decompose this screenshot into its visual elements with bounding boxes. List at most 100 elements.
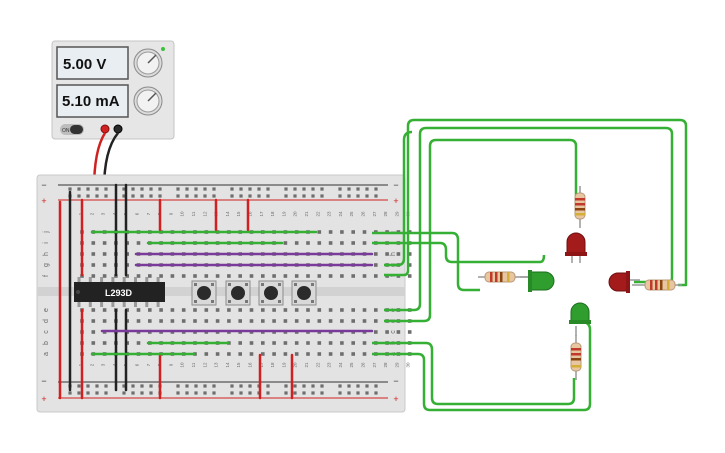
- breadboard-hole[interactable]: [294, 341, 299, 345]
- rail-hole[interactable]: [347, 391, 351, 395]
- rail-hole[interactable]: [212, 194, 216, 198]
- breadboard-hole[interactable]: [102, 263, 107, 267]
- breadboard-hole[interactable]: [340, 274, 344, 278]
- rail-hole[interactable]: [320, 194, 324, 198]
- breadboard-hole[interactable]: [407, 263, 412, 267]
- breadboard-hole[interactable]: [317, 308, 322, 312]
- voltage-knob-icon[interactable]: [133, 48, 163, 78]
- breadboard-hole[interactable]: [283, 308, 288, 312]
- breadboard-hole[interactable]: [204, 352, 209, 356]
- breadboard-hole[interactable]: [283, 341, 288, 345]
- breadboard-hole[interactable]: [91, 241, 96, 245]
- rail-hole[interactable]: [194, 194, 198, 198]
- breadboard-hole[interactable]: [340, 230, 344, 234]
- breadboard-hole[interactable]: [283, 352, 288, 356]
- rail-hole[interactable]: [302, 194, 306, 198]
- rail-hole[interactable]: [176, 384, 180, 388]
- breadboard-hole[interactable]: [91, 330, 96, 334]
- rail-hole[interactable]: [68, 391, 72, 395]
- led-red-top[interactable]: [565, 232, 587, 263]
- breadboard-hole[interactable]: [351, 274, 355, 278]
- breadboard-hole[interactable]: [328, 352, 333, 356]
- breadboard-hole[interactable]: [136, 274, 141, 278]
- breadboard-hole[interactable]: [385, 252, 389, 256]
- breadboard-hole[interactable]: [215, 352, 220, 356]
- breadboard-hole[interactable]: [215, 308, 220, 312]
- breadboard-hole[interactable]: [328, 319, 333, 323]
- rail-hole[interactable]: [131, 194, 135, 198]
- rail-hole[interactable]: [338, 187, 342, 191]
- rail-hole[interactable]: [86, 187, 90, 191]
- rail-hole[interactable]: [320, 384, 324, 388]
- rail-hole[interactable]: [203, 194, 207, 198]
- breadboard-hole[interactable]: [136, 341, 141, 345]
- breadboard-hole[interactable]: [362, 341, 367, 345]
- wire-green-to-red-top[interactable]: [384, 138, 578, 323]
- breadboard-hole[interactable]: [272, 274, 276, 278]
- rail-hole[interactable]: [284, 187, 288, 191]
- wire-green-outer-2[interactable]: [384, 130, 413, 267]
- breadboard-hole[interactable]: [193, 308, 197, 312]
- rail-hole[interactable]: [185, 391, 189, 395]
- rail-hole[interactable]: [86, 194, 90, 198]
- rail-hole[interactable]: [122, 194, 126, 198]
- breadboard-hole[interactable]: [249, 274, 254, 278]
- breadboard-hole[interactable]: [407, 252, 412, 256]
- breadboard-hole[interactable]: [249, 308, 254, 312]
- rail-hole[interactable]: [365, 384, 369, 388]
- rail-hole[interactable]: [203, 187, 207, 191]
- breadboard-hole[interactable]: [193, 319, 197, 323]
- breadboard-hole[interactable]: [294, 241, 299, 245]
- rail-hole[interactable]: [347, 384, 351, 388]
- breadboard-hole[interactable]: [328, 274, 333, 278]
- rail-hole[interactable]: [95, 384, 99, 388]
- breadboard-hole[interactable]: [227, 352, 231, 356]
- rail-hole[interactable]: [266, 384, 270, 388]
- resistor-top[interactable]: [574, 186, 586, 228]
- rail-hole[interactable]: [338, 194, 342, 198]
- rail-hole[interactable]: [311, 391, 315, 395]
- breadboard-hole[interactable]: [328, 241, 333, 245]
- rail-hole[interactable]: [194, 384, 198, 388]
- rail-hole[interactable]: [320, 187, 324, 191]
- rail-hole[interactable]: [158, 194, 162, 198]
- rail-hole[interactable]: [131, 187, 135, 191]
- breadboard-hole[interactable]: [294, 308, 299, 312]
- rail-hole[interactable]: [284, 384, 288, 388]
- breadboard-hole[interactable]: [351, 341, 355, 345]
- rail-hole[interactable]: [284, 194, 288, 198]
- breadboard-hole[interactable]: [261, 319, 265, 323]
- rail-hole[interactable]: [302, 187, 306, 191]
- rail-hole[interactable]: [104, 194, 108, 198]
- breadboard-hole[interactable]: [294, 319, 299, 323]
- breadboard-hole[interactable]: [407, 330, 412, 334]
- breadboard-hole[interactable]: [102, 241, 107, 245]
- breadboard-hole[interactable]: [374, 263, 378, 267]
- rail-hole[interactable]: [356, 384, 360, 388]
- rail-hole[interactable]: [95, 194, 99, 198]
- breadboard-hole[interactable]: [362, 352, 367, 356]
- power-switch[interactable]: ON: [60, 124, 84, 135]
- rail-hole[interactable]: [185, 194, 189, 198]
- breadboard-hole[interactable]: [238, 308, 242, 312]
- rail-hole[interactable]: [356, 194, 360, 198]
- rail-hole[interactable]: [347, 187, 351, 191]
- breadboard-hole[interactable]: [249, 319, 254, 323]
- breadboard-hole[interactable]: [317, 352, 322, 356]
- breadboard-hole[interactable]: [102, 274, 107, 278]
- breadboard-hole[interactable]: [283, 241, 288, 245]
- rail-hole[interactable]: [68, 187, 72, 191]
- led-green-bottom[interactable]: [569, 302, 591, 336]
- breadboard-wires[interactable]: [58, 183, 374, 400]
- rail-hole[interactable]: [302, 391, 306, 395]
- breadboard-hole[interactable]: [193, 274, 197, 278]
- rail-hole[interactable]: [149, 194, 153, 198]
- rail-hole[interactable]: [293, 194, 297, 198]
- rail-hole[interactable]: [248, 187, 252, 191]
- breadboard-hole[interactable]: [272, 319, 276, 323]
- breadboard-hole[interactable]: [91, 308, 96, 312]
- rail-hole[interactable]: [140, 384, 144, 388]
- rail-hole[interactable]: [176, 391, 180, 395]
- rail-hole[interactable]: [131, 391, 135, 395]
- rail-hole[interactable]: [158, 187, 162, 191]
